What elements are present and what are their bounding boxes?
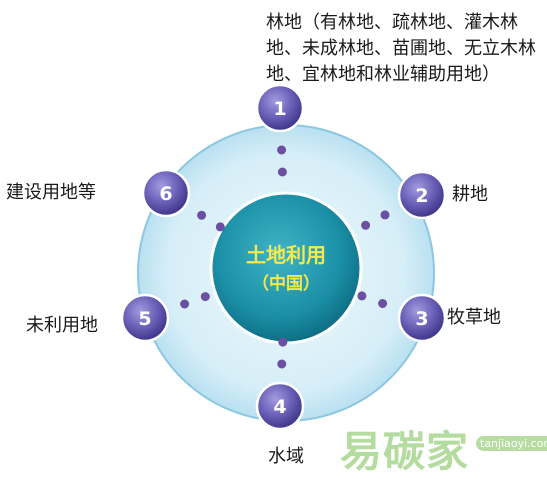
connector-dot	[378, 299, 388, 308]
node-4-number: 4	[273, 396, 286, 418]
node-6-circle	[141, 168, 191, 218]
connector-dot	[180, 299, 190, 309]
node-5-circle	[120, 293, 170, 343]
node-1-label: 林地（有林地、疏林地、灌木林地、未成林地、苗圃地、无立木林地、宜林地和林业辅助用…	[266, 12, 536, 85]
connector-dot	[380, 210, 390, 220]
node-2-number: 2	[415, 185, 428, 207]
connector-dot	[277, 359, 287, 369]
node-4-label: 水域	[268, 446, 304, 467]
connector-dot	[278, 337, 288, 347]
connector-dots	[180, 145, 390, 369]
node-6-label: 建设用地等	[6, 182, 96, 203]
connector-dot	[277, 167, 287, 177]
node-2-circle	[397, 170, 447, 220]
connector-dot	[200, 292, 210, 302]
node-1-circle	[255, 83, 305, 133]
connector-dot	[361, 220, 371, 230]
connector-dot	[357, 291, 367, 301]
node-5-label: 未利用地	[26, 315, 98, 336]
watermark-url: tanjiaoyi.com	[476, 436, 547, 451]
connector-dot	[197, 210, 207, 220]
center-title: 土地利用	[246, 243, 326, 267]
connector-dot	[277, 145, 287, 155]
node-3-circle	[397, 293, 447, 343]
watermark-logo: 易碳家	[340, 427, 470, 476]
node-6-number: 6	[159, 183, 172, 205]
center-subtitle: （中国）	[252, 273, 320, 294]
node-3-label: 牧草地	[447, 307, 501, 328]
node-5-number: 5	[138, 308, 151, 330]
center-circle	[209, 191, 363, 345]
node-1-number: 1	[273, 98, 286, 120]
node-3-number: 3	[415, 308, 428, 330]
connector-dot	[215, 222, 225, 232]
node-4-circle	[255, 381, 305, 431]
node-circles: 1 2 3 4 5 6	[120, 83, 447, 431]
node-2-label: 耕地	[452, 184, 488, 205]
